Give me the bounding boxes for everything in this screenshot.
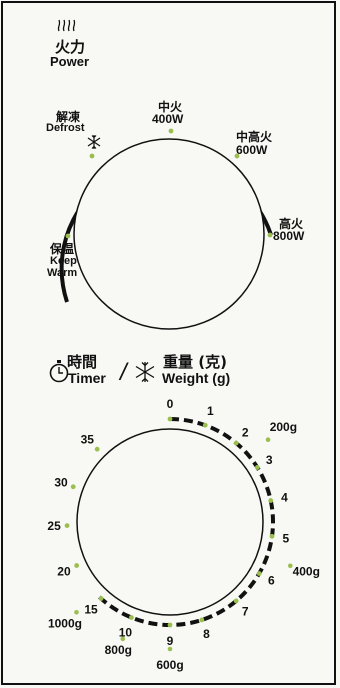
timer-marker-35 [94,446,100,452]
power-marker-defrost [89,153,95,159]
timer-marker-25 [64,523,70,528]
power-600w-label-en: 600W [236,143,268,157]
separator-slash: / [120,359,127,386]
defrost-label-zh: 解凍 [56,110,81,124]
timer-label-1: 1 [207,404,214,418]
weight-marker-800g [120,636,126,642]
timer-label-30: 30 [54,475,68,489]
snowflake-icon [87,135,101,149]
timer-label-6: 6 [268,574,275,588]
weight-marker-400g [287,563,293,569]
power-400w-label-zh: 中火 [158,100,183,114]
timer-marker-20 [74,563,80,568]
timer-marker-2 [233,440,239,446]
timer-label-5: 5 [283,531,290,545]
weight-marker-1000g [74,610,79,615]
power-title-zh: 火力 [55,38,86,56]
timer-marker-4 [268,498,274,503]
timer-label-en: Timer [68,370,106,386]
timer-knob [76,428,264,616]
power-title-en: Power [50,54,90,69]
power-600w-label-zh: 中高火 [236,130,273,144]
timer-label-zh: 時間 [67,353,98,371]
weight-label-zh: 重量 (克) [163,353,227,371]
weight-label-1000g: 1000g [48,616,82,630]
timer-label-9: 9 [167,634,174,648]
weight-label-200g: 200g [270,420,297,434]
keepwarm-label-en-2: Warm [47,267,78,279]
timer-marker-6 [256,571,262,576]
keepwarm-label-en-1: Keep [50,255,77,267]
timer-marker-5 [269,533,275,539]
timer-label-3: 3 [266,453,273,467]
stopwatch-icon [49,360,69,383]
power-marker-keepwarm [65,233,71,239]
power-marker-400w [168,128,174,134]
power-800w-label-zh: 高火 [279,217,304,231]
timer-marker-8 [199,617,205,623]
timer-marker-30 [70,484,76,490]
timer-marker-0 [167,416,173,422]
timer-marker-1 [202,422,208,428]
power-knob [73,138,265,330]
power-400w-label-en: 400W [152,112,184,126]
keepwarm-label-zh: 保温 [50,242,75,256]
timer-label-7: 7 [242,605,249,619]
weight-snowflake-icon [135,362,155,382]
power-marker-800w [267,232,273,238]
weight-label-800g: 800g [105,643,132,657]
weight-label-400g: 400g [293,565,320,579]
weight-marker-200g [265,437,271,443]
timer-label-8: 8 [203,627,210,641]
timer-label-2: 2 [242,425,249,439]
timer-label-15: 15 [84,603,98,617]
power-marker-600w [234,153,240,159]
power-800w-label-en: 800W [273,229,305,243]
weight-label-en: Weight (g) [162,370,231,386]
timer-label-4: 4 [281,491,288,505]
weight-marker-600g [167,646,173,652]
timer-marker-10 [129,615,134,620]
timer-label-35: 35 [81,432,95,446]
timer-label-20: 20 [57,564,71,578]
timer-dial-arc [95,417,275,627]
timer-label-10: 10 [119,625,133,639]
timer-marker-15 [98,596,104,601]
timer-marker-3 [254,465,260,470]
timer-label-25: 25 [47,519,61,533]
weight-label-600g: 600g [156,658,183,672]
heat-waves-icon [57,19,76,32]
defrost-label-en: Defrost [46,122,85,134]
timer-label-0: 0 [167,397,174,411]
timer-marker-9 [167,622,173,628]
timer-marker-7 [233,598,239,604]
